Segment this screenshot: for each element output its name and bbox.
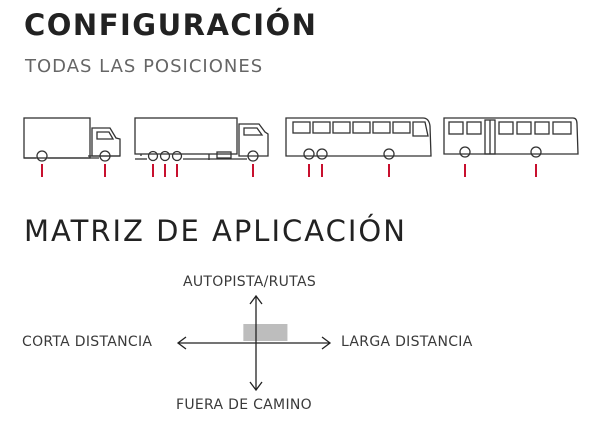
- config-subtitle: TODAS LAS POSICIONES: [25, 56, 264, 77]
- city-bus-icon: [441, 112, 581, 182]
- label-highway: AUTOPISTA/RUTAS: [183, 274, 317, 290]
- trailer-truck-icon: [133, 112, 275, 182]
- application-range-bar: [243, 324, 288, 341]
- config-title: CONFIGURACIÓN: [24, 8, 318, 42]
- label-long-distance: LARGA DISTANCIA: [341, 334, 473, 350]
- matrix-title: MATRIZ DE APLICACIÓN: [24, 214, 407, 248]
- vertical-axis-arrow: [249, 294, 263, 392]
- horizontal-axis-arrow: [176, 336, 332, 350]
- label-off-road: FUERA DE CAMINO: [176, 397, 312, 413]
- application-matrix: [176, 294, 332, 392]
- rigid-truck-icon: [22, 112, 127, 182]
- label-short-distance: CORTA DISTANCIA: [22, 334, 153, 350]
- coach-bus-icon: [283, 112, 435, 182]
